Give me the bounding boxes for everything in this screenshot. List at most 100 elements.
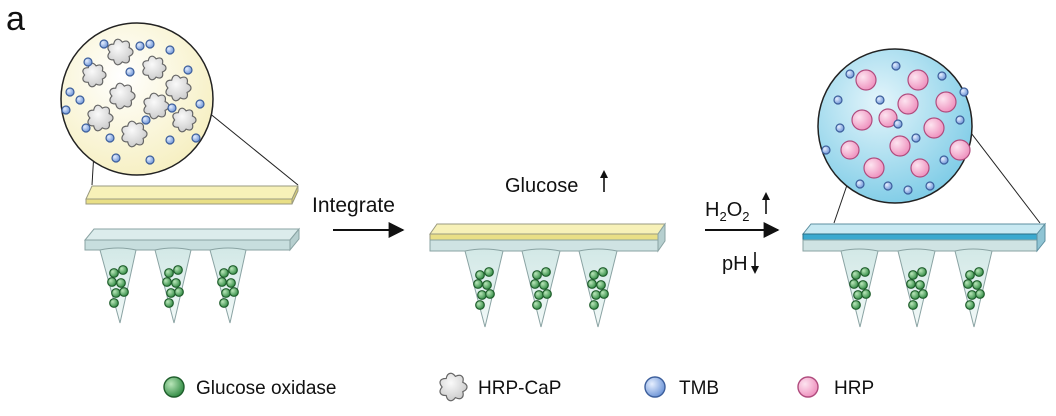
glucose-oxidase-particle (918, 289, 928, 299)
glucose-oxidase-particle (963, 279, 973, 289)
svg-text:HRP: HRP (834, 378, 874, 399)
legend-item-hrp-cap: HRP-CaP (439, 372, 561, 402)
tmb-particle (893, 119, 903, 129)
tmb-particle (145, 155, 155, 165)
glucose-label: Glucose (505, 175, 578, 197)
svg-text:TMB: TMB (679, 378, 719, 399)
gray-flower-icon (172, 107, 197, 133)
glucose-oxidase-particle (173, 265, 183, 275)
glucose-oxidase-particle (107, 277, 117, 287)
glucose-oxidase-particle (473, 279, 483, 289)
integrate-step: Integrate (312, 194, 405, 238)
hrp-particle (863, 157, 885, 179)
hrp-particle (935, 91, 957, 113)
hrp-particle (889, 135, 911, 157)
glucose-oxidase-particle (485, 289, 495, 299)
bubble-particles (821, 61, 971, 195)
microneedle-array (83, 227, 301, 324)
glucose-oxidase-particle (965, 270, 975, 280)
hrp-particle (855, 69, 877, 91)
glucose-oxidase-particle (539, 280, 549, 290)
glucose-oxidase-particle (530, 279, 540, 289)
legend-item-glucose-oxidase: Glucose oxidase (163, 376, 336, 399)
tmb-particle (167, 103, 177, 113)
glucose-oxidase-particle (475, 300, 485, 310)
gray-flower-icon (165, 74, 192, 102)
tmb-particle (939, 155, 949, 165)
tmb-particle (883, 181, 893, 191)
glucose-oxidase-particle (119, 287, 129, 297)
glucose-oxidase-particle (534, 290, 544, 300)
tmb-particle (125, 67, 135, 77)
hrp-particle (897, 93, 919, 115)
tmb-particle (845, 69, 855, 79)
legend-item-tmb: TMB (644, 376, 719, 399)
glucose-oxidase-particle (109, 298, 119, 308)
glucose-oxidase-particle (589, 300, 599, 310)
glucose-oxidase-particle (849, 279, 859, 289)
tmb-particle (191, 133, 201, 143)
glucose-oxidase-particle (116, 278, 126, 288)
glucose-oxidase-particle (591, 290, 601, 300)
glucose-oxidase-particle (162, 277, 172, 287)
glucose-oxidase-particle (475, 270, 485, 280)
glucose-oxidase-particle (908, 270, 918, 280)
glucose-oxidase-particle (965, 300, 975, 310)
hrp-particle (910, 158, 930, 178)
glucose-oxidase-particle (599, 289, 609, 299)
glucose-oxidase-particle (118, 265, 128, 275)
glucose-oxidase-particle (217, 277, 227, 287)
glucose-oxidase-particle (166, 288, 176, 298)
h2o2-label: H2O2 (705, 199, 749, 224)
gray-flower-icon (109, 82, 136, 110)
hrp-particle (851, 109, 873, 131)
tmb-particle (135, 41, 145, 51)
tmb-particle (833, 95, 843, 105)
tmb-particle (105, 133, 115, 143)
tmb-particle (925, 181, 935, 191)
tmb-particle (145, 39, 155, 49)
gray-flower-icon (87, 104, 114, 132)
svg-text:HRP-CaP: HRP-CaP (478, 378, 561, 399)
tmb-particle (821, 145, 831, 155)
gray-flower-icon (121, 120, 148, 148)
gray-flower-icon (82, 62, 107, 88)
glucose-oxidase-particle (542, 289, 552, 299)
tmb-particle (81, 123, 91, 133)
tmb-particle (61, 105, 71, 115)
legend-item-hrp: HRP (797, 376, 874, 399)
tmb-particle (141, 115, 151, 125)
glucose-oxidase-particle (972, 280, 982, 290)
zoom-bubble-hrp-cap (60, 22, 214, 176)
glucose-oxidase-particle (219, 298, 229, 308)
glucose-oxidase-particle (229, 287, 239, 297)
tmb-particle (195, 99, 205, 109)
glucose-oxidase-particle (851, 270, 861, 280)
glucose-oxidase-particle (598, 267, 608, 277)
gray-flower-icon (143, 92, 170, 120)
glucose-oxidase-particle (975, 289, 985, 299)
tmb-particle (165, 135, 175, 145)
ph-down-arrow-icon (751, 252, 759, 274)
glucose-oxidase-particle (596, 280, 606, 290)
hrp-particle (878, 108, 898, 128)
tmb-particle (855, 179, 865, 189)
glucose-oxidase-particle (858, 280, 868, 290)
blue-sphere-icon (644, 376, 666, 398)
tmb-particle (165, 45, 175, 55)
glucose-oxidase-particle (910, 290, 920, 300)
pink-sphere-icon (797, 376, 819, 398)
glucose-oxidase-particle (532, 300, 542, 310)
glucose-oxidase-particle (219, 268, 229, 278)
legend: Glucose oxidase HRP-CaP TMB HRP (163, 372, 874, 402)
glucose-oxidase-particle (221, 288, 231, 298)
glucose-oxidase-particle (171, 278, 181, 288)
stage-1 (60, 22, 301, 324)
glucose-oxidase-particle (906, 279, 916, 289)
panel-label: a (6, 0, 25, 38)
hrp-particle (840, 140, 860, 160)
bubble-particles (61, 38, 205, 165)
glucose-oxidase-particle (917, 267, 927, 277)
integrated-patch (429, 222, 666, 328)
